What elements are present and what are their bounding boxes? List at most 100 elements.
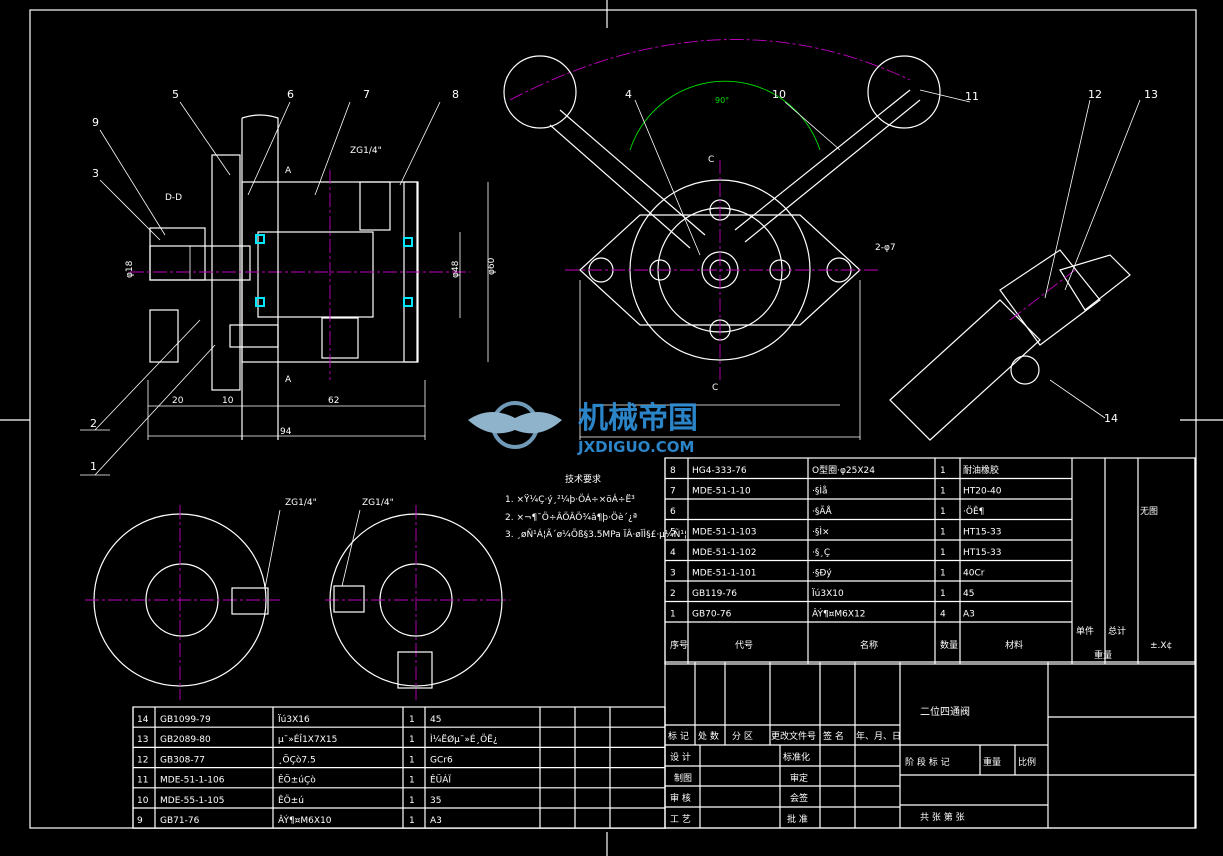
bom-left-no: 10 <box>137 796 149 806</box>
dim-20: 20 <box>172 396 184 406</box>
bom-right-no: 2 <box>670 589 676 599</box>
bom-left-no: 13 <box>137 735 148 745</box>
tech-req-item-2: 2. ×¬¶¯Ö÷ÂÖÂÖ¾â¶þ·Öè´¿ª <box>505 511 637 523</box>
sign-zhitu: 制图 <box>674 772 692 784</box>
bom-right-qty: 1 <box>940 487 946 497</box>
bom-right-name: ·§ÃÅ <box>812 505 833 517</box>
part-label-7: 7 <box>363 88 370 101</box>
bom-right-name: ·§¸Ç <box>812 548 830 558</box>
section-c-top: C <box>708 155 714 165</box>
part-label-6: 6 <box>287 88 294 101</box>
top-view: 90° 2-φ7 C C 4 10 11 <box>503 39 979 440</box>
zg-label-3: ZG1/4" <box>362 498 394 508</box>
watermark: 机械帝国 JXDIGUO.COM <box>468 401 698 456</box>
bom-right-no: 6 <box>670 507 676 517</box>
bom-right-header-no: 序号 <box>670 639 688 651</box>
bom-left-material: 35 <box>430 796 441 806</box>
section-dd-label: D-D <box>165 193 182 203</box>
bom-right-material: 40Cr <box>963 569 985 579</box>
sign-fenqu: 分 区 <box>732 731 753 742</box>
bom-left-qty: 1 <box>409 796 415 806</box>
angle-90-label: 90° <box>715 96 729 105</box>
bom-left-code: GB71-76 <box>160 816 200 826</box>
sheet-label: 共 张 第 张 <box>920 811 965 823</box>
bom-left-qty: 1 <box>409 776 415 786</box>
section-a-top: A <box>285 166 292 176</box>
dim-phi60: φ60 <box>487 257 497 275</box>
title-block: 二位四通阀 阶 段 标 记 重量 比例 共 张 第 张 标 记 处 数 分 区 … <box>664 661 1196 829</box>
part-label-10: 10 <box>772 88 786 101</box>
bom-right-material: HT15-33 <box>963 548 1001 558</box>
bom-right-qty: 1 <box>940 528 946 538</box>
sign-biaozhunhua: 标准化 <box>783 751 810 763</box>
part-label-13: 13 <box>1144 88 1158 101</box>
main-section-view <box>130 114 470 440</box>
bom-left-name: ¸ÖÇò7.5 <box>278 754 316 765</box>
section-view-2: ZG1/4" <box>325 498 510 700</box>
bom-right-name: O型圈·φ25X24 <box>812 465 875 476</box>
part-label-1: 1 <box>90 460 97 473</box>
part-label-12: 12 <box>1088 88 1102 101</box>
bom-right-material: 耐油橡胶 <box>963 464 999 476</box>
bom-left-code: GB308-77 <box>160 755 205 765</box>
bom-right-code: MDE-51-1-101 <box>692 569 756 579</box>
sign-shenhe: 审 核 <box>670 792 691 804</box>
bom-right-header-material: 材料 <box>1005 639 1023 651</box>
part-label-8: 8 <box>452 88 459 101</box>
bom-right-note: 无图 <box>1140 506 1158 517</box>
bom-right-qty: 1 <box>940 548 946 558</box>
holes-label: 2-φ7 <box>875 243 896 253</box>
section-view-1: ZG1/4" <box>85 498 317 700</box>
bom-left-code: GB1099-79 <box>160 715 211 725</box>
bom-right-material: ·ÖÊ¶ <box>963 505 984 517</box>
bom-right-code: MDE-51-1-10 <box>692 487 751 497</box>
bom-right-name: ·§Ðý <box>812 569 832 579</box>
bom-right-material: 45 <box>963 589 974 599</box>
part-label-9: 9 <box>92 116 99 129</box>
bom-right-header-tol: ±.X¢ <box>1150 641 1172 651</box>
tech-requirements: 技术要求 1. ×Ÿ¼Ç·ý¸²¼þ·ÖÁ÷×öÁ÷Ë³ 2. ×¬¶¯Ö÷ÂÖ… <box>505 473 687 540</box>
sign-gongyi: 工 艺 <box>670 814 691 825</box>
bom-right-code: MDE-51-1-103 <box>692 528 756 538</box>
bom-left-material: 45 <box>430 715 441 725</box>
sign-biaoji: 标 记 <box>668 730 689 742</box>
dim-phi48: φ48 <box>451 260 461 278</box>
bom-right-no: 3 <box>670 569 676 579</box>
bom-left-name: ÊÖ±ú <box>278 794 304 806</box>
bom-right-no: 4 <box>670 548 676 558</box>
sign-nianyueri: 年、月、日 <box>856 730 901 742</box>
zg-label-2: ZG1/4" <box>285 498 317 508</box>
bom-right-header-code: 代号 <box>735 640 753 651</box>
section-a-bottom: A <box>285 375 292 385</box>
bom-left-no: 14 <box>137 715 149 725</box>
bom-right-name: ÂÝ¶¤M6X12 <box>812 608 866 620</box>
bom-right-code: MDE-51-1-102 <box>692 548 756 558</box>
dim-62: 62 <box>328 396 339 406</box>
bom-right-header-name: 名称 <box>860 639 878 651</box>
zg-label-1: ZG1/4" <box>350 146 382 156</box>
dim-94: 94 <box>280 427 292 437</box>
bom-left-material: A3 <box>430 816 442 826</box>
part-label-5: 5 <box>172 88 179 101</box>
bom-right-no: 8 <box>670 466 676 476</box>
watermark-cn: 机械帝国 <box>578 401 698 436</box>
part-label-4: 4 <box>625 88 632 101</box>
stage-label: 阶 段 标 记 <box>905 756 950 768</box>
watermark-en: JXDIGUO.COM <box>577 438 694 456</box>
part-label-2: 2 <box>90 417 97 430</box>
weight-label: 重量 <box>983 756 1001 768</box>
bom-left-no: 12 <box>137 755 148 765</box>
bom-right-name: ·§Ì× <box>812 526 830 538</box>
bom-right-qty: 4 <box>940 610 946 620</box>
part-label-3: 3 <box>92 167 99 180</box>
tech-req-item-1: 1. ×Ÿ¼Ç·ý¸²¼þ·ÖÁ÷×öÁ÷Ë³ <box>505 493 635 505</box>
bom-right-qty: 1 <box>940 569 946 579</box>
bom-left-qty: 1 <box>409 755 415 765</box>
bom-left-code: MDE-55-1-105 <box>160 796 224 806</box>
section-c-bottom: C <box>712 383 718 393</box>
bom-left-material: ÊÜÁÏ <box>430 774 451 786</box>
bom-left-material: Ì¼ËØµ¯»É¸ÖË¿ <box>430 733 498 745</box>
bom-right-name: ·§Ìå <box>812 485 828 497</box>
bom-right-name: Ïú3X10 <box>812 588 844 599</box>
